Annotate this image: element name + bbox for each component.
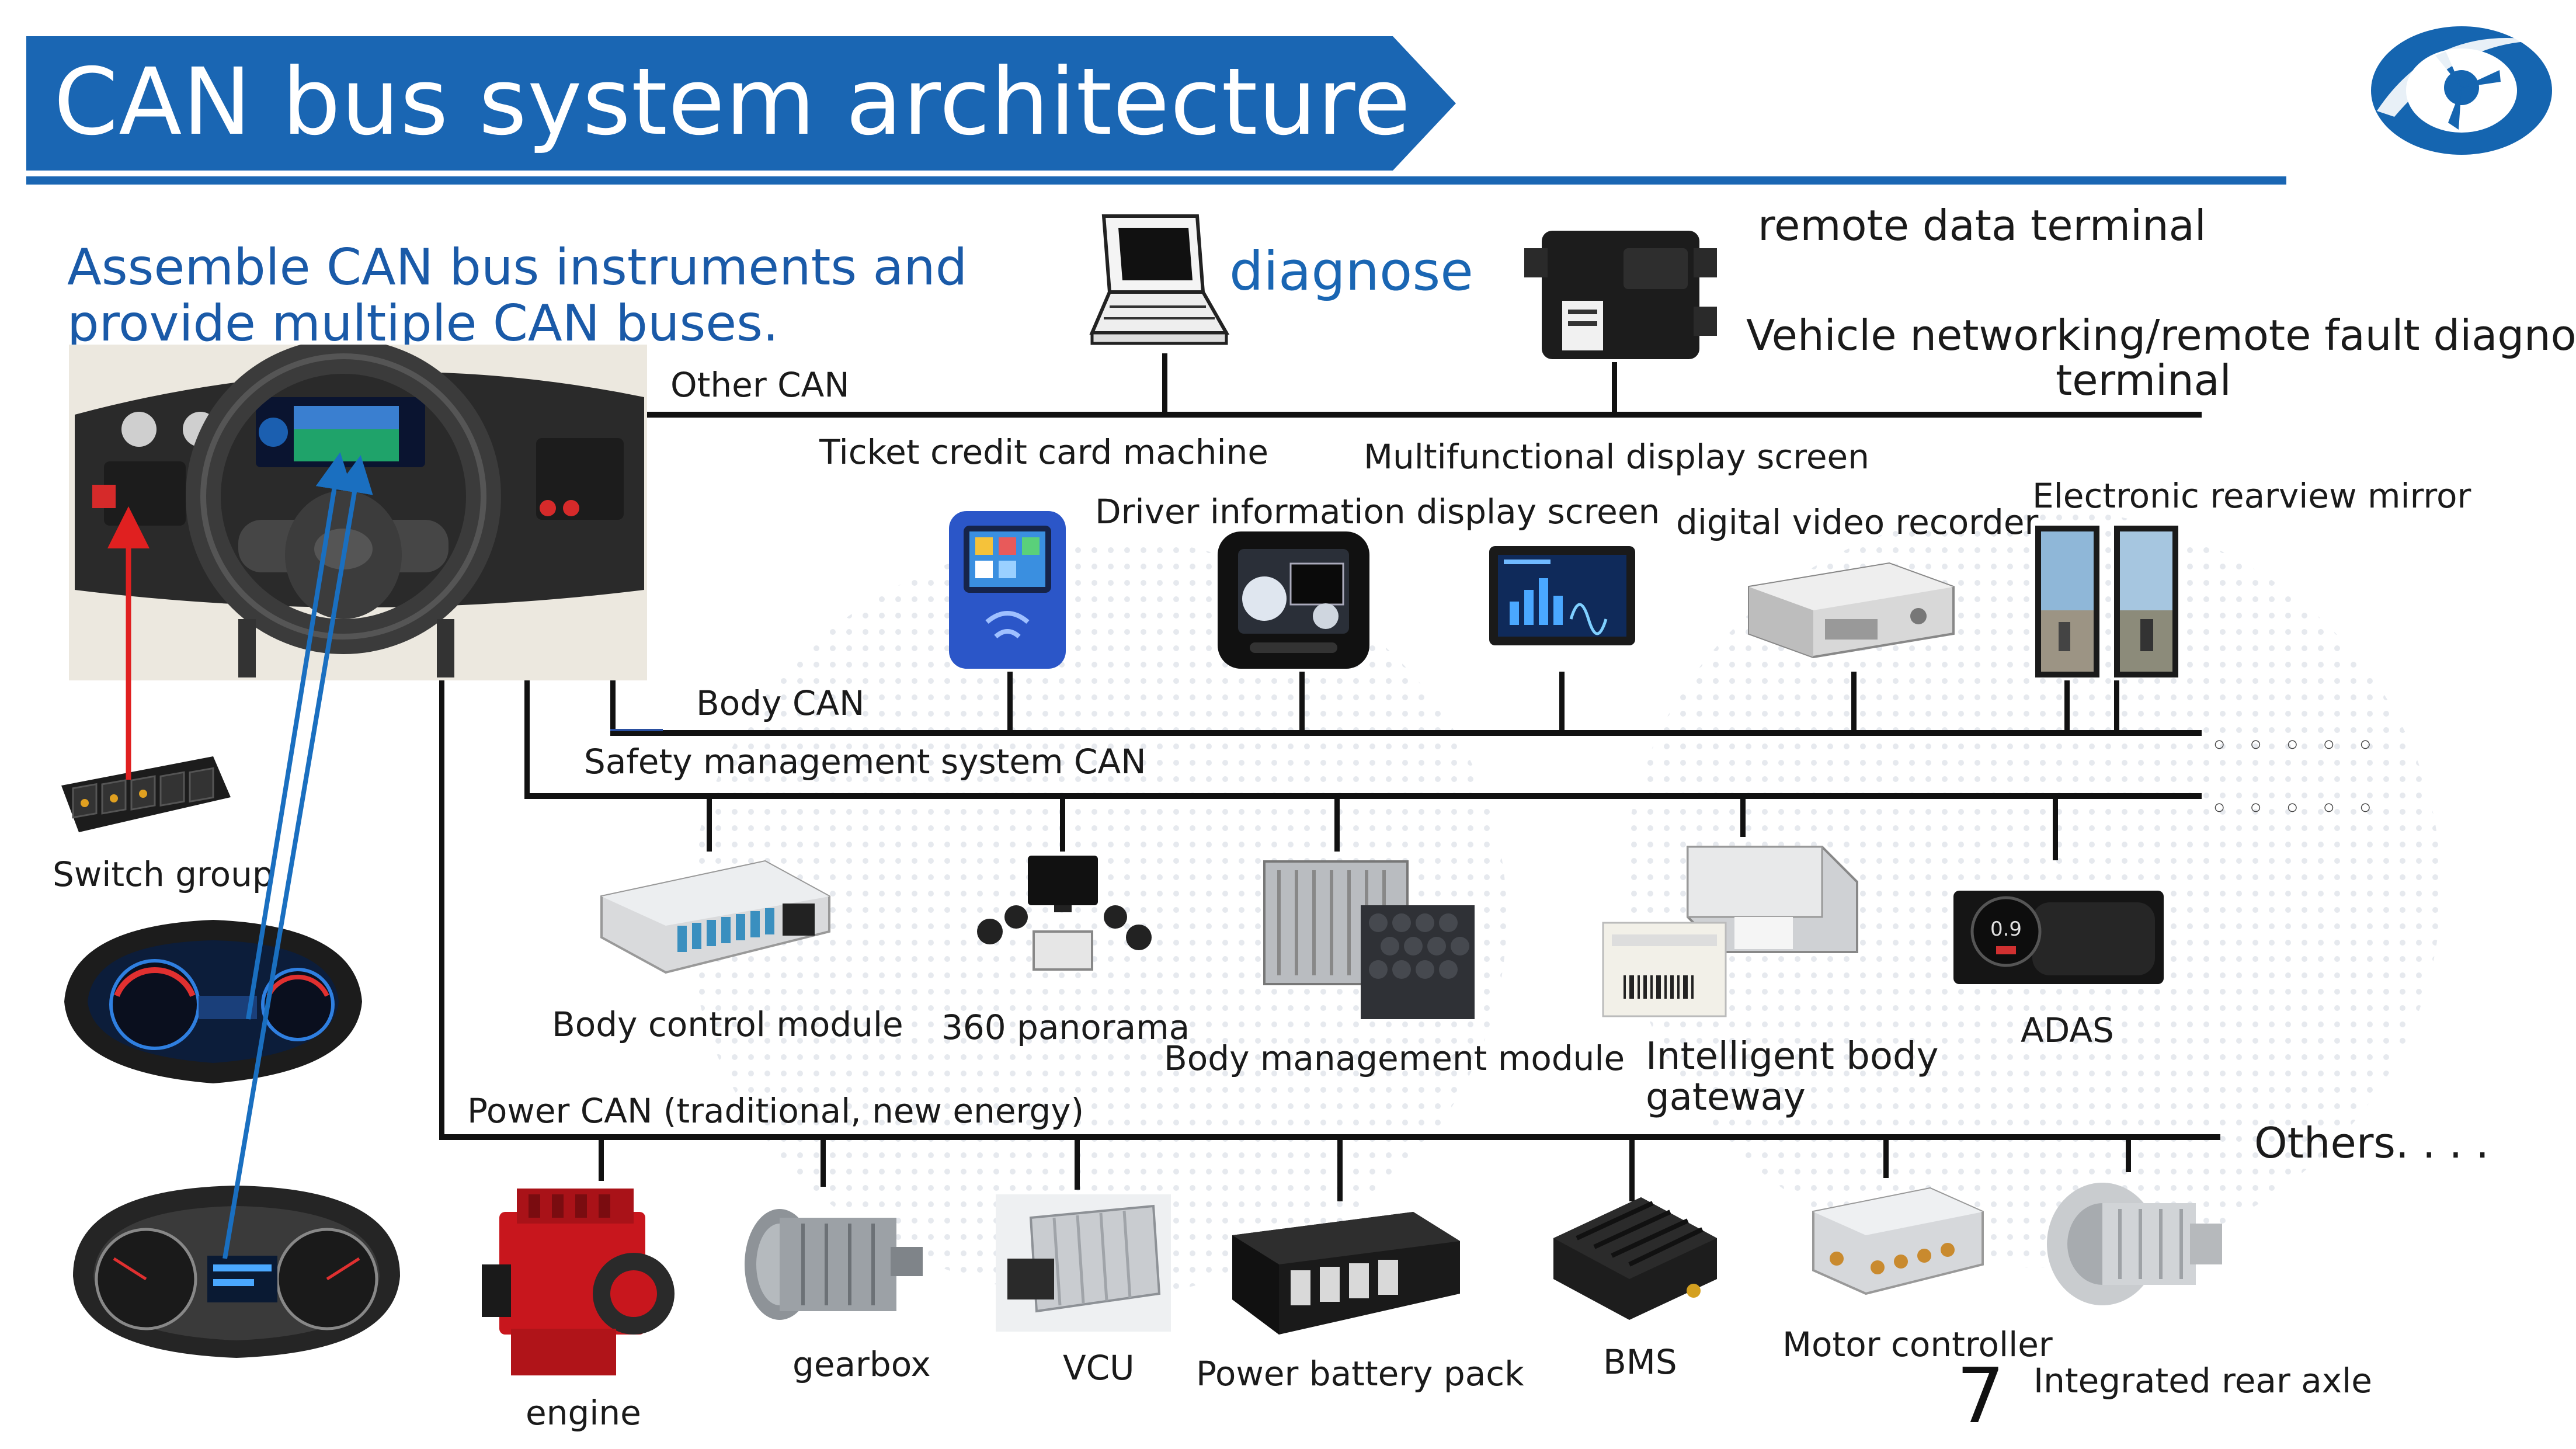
remote-terminal-label: remote data terminal [1758, 201, 2206, 250]
body-can-riser [610, 677, 616, 733]
dvr-icon [1748, 562, 1955, 659]
remote-diag-label-line2: terminal [2056, 356, 2231, 405]
power-can-line [439, 1134, 2220, 1140]
page-title: CAN bus system architecture [54, 48, 1412, 156]
driver-display-label: Driver information display screen [1095, 492, 1660, 531]
gearbox-icon [745, 1209, 923, 1320]
title-banner [26, 36, 1456, 171]
body-can-line [610, 730, 2202, 736]
vcu-icon [996, 1194, 1171, 1332]
stub-engine [599, 1137, 604, 1181]
gateway-label-line1: Intelligent body [1646, 1035, 1939, 1078]
adas-label: ADAS [2021, 1010, 2114, 1050]
motor-controller-icon [1812, 1187, 1984, 1295]
body-can-continuation: ○○○○○ [2213, 733, 2396, 755]
stub-adas [2053, 796, 2058, 860]
steering-wheel-dashboard-icon [69, 345, 647, 680]
stub-dvr [1851, 672, 1857, 733]
bms-icon [1553, 1197, 1717, 1320]
gateway-icon [1602, 846, 1858, 1017]
other-can-line [642, 412, 2202, 418]
gearbox-label: gearbox [792, 1344, 931, 1384]
stub-battery [1337, 1137, 1343, 1201]
gateway-label-line2: gateway [1646, 1076, 1806, 1119]
ticket-machine-icon [949, 511, 1066, 669]
stub-ticket [1007, 672, 1013, 733]
multi-display-icon [1489, 546, 1635, 645]
vcu-label: VCU [1063, 1348, 1135, 1388]
driver-display-icon [1218, 531, 1369, 669]
power-can-label: Power CAN (traditional, new energy) [467, 1091, 1084, 1131]
instrument-cluster-2-icon [73, 1186, 400, 1358]
page-number: 7 [1956, 1351, 2005, 1440]
power-can-riser [439, 677, 444, 1139]
other-can-label: Other CAN [670, 365, 850, 405]
title-underline [26, 176, 2286, 185]
stub-bmm [1334, 796, 1340, 852]
battery-icon [1232, 1212, 1460, 1335]
switch-group-icon [61, 756, 231, 832]
terminal-box-icon [1524, 231, 1717, 359]
body-can-label: Body CAN [696, 683, 865, 723]
motor-controller-label: Motor controller [1782, 1325, 2053, 1364]
bmm-icon [1263, 860, 1475, 1019]
safety-can-riser [524, 677, 530, 796]
panorama-label: 360 panorama [941, 1007, 1190, 1047]
body-can-blue-accent [610, 729, 663, 731]
stub-rear-axle [2126, 1137, 2131, 1172]
stub-terminal [1612, 362, 1617, 415]
engine-label: engine [526, 1393, 641, 1433]
mirror-icon [2035, 526, 2178, 677]
safety-can-continuation: ○○○○○ [2213, 796, 2396, 818]
stub-gateway [1740, 796, 1746, 837]
bcm-icon [600, 860, 830, 974]
stub-multi-display [1559, 672, 1565, 733]
ticket-machine-label: Ticket credit card machine [819, 432, 1269, 472]
instrument-cluster-icon [64, 920, 362, 1083]
safety-can-label: Safety management system CAN [584, 742, 1146, 781]
bms-label: BMS [1603, 1342, 1677, 1382]
bmm-label: Body management module [1164, 1038, 1625, 1078]
subtitle: Assemble CAN bus instruments and provide… [67, 239, 968, 345]
diagnose-label: diagnose [1229, 240, 1473, 303]
stub-mirror-b [2114, 680, 2119, 733]
remote-diag-label-line1: Vehicle networking/remote fault diagnosi… [1746, 311, 2576, 360]
engine-icon [482, 1189, 675, 1375]
safety-can-line [524, 793, 2202, 799]
stub-bms [1629, 1137, 1635, 1201]
multi-display-label: Multifunctional display screen [1364, 437, 1869, 477]
adas-icon: 0.9 [1953, 891, 2164, 984]
stub-vcu [1075, 1137, 1080, 1190]
stub-bcm [707, 796, 712, 852]
others-label: Others. . . . [2254, 1118, 2490, 1167]
rear-axle-label: Integrated rear axle [2033, 1361, 2372, 1401]
dashboard-photo [69, 345, 647, 680]
battery-label: Power battery pack [1196, 1354, 1524, 1394]
bcm-label: Body control module [552, 1005, 903, 1044]
stub-panorama [1060, 796, 1065, 852]
mirror-label: Electronic rearview mirror [2032, 476, 2471, 516]
dvr-label: digital video recorder [1676, 502, 2039, 542]
rear-axle-icon [2047, 1183, 2222, 1305]
stub-gearbox [821, 1137, 826, 1187]
switch-group-label: Switch group [53, 854, 274, 894]
laptop-icon [1089, 214, 1230, 345]
stub-mirror-a [2064, 680, 2070, 733]
camera-icon [977, 856, 1152, 971]
stub-driver-display [1299, 672, 1305, 733]
adas-screen-value: 0.9 [1990, 918, 2022, 941]
stub-diagnose [1162, 353, 1167, 415]
stub-motor-controller [1883, 1137, 1889, 1178]
logo-steering-icon [2371, 26, 2552, 155]
